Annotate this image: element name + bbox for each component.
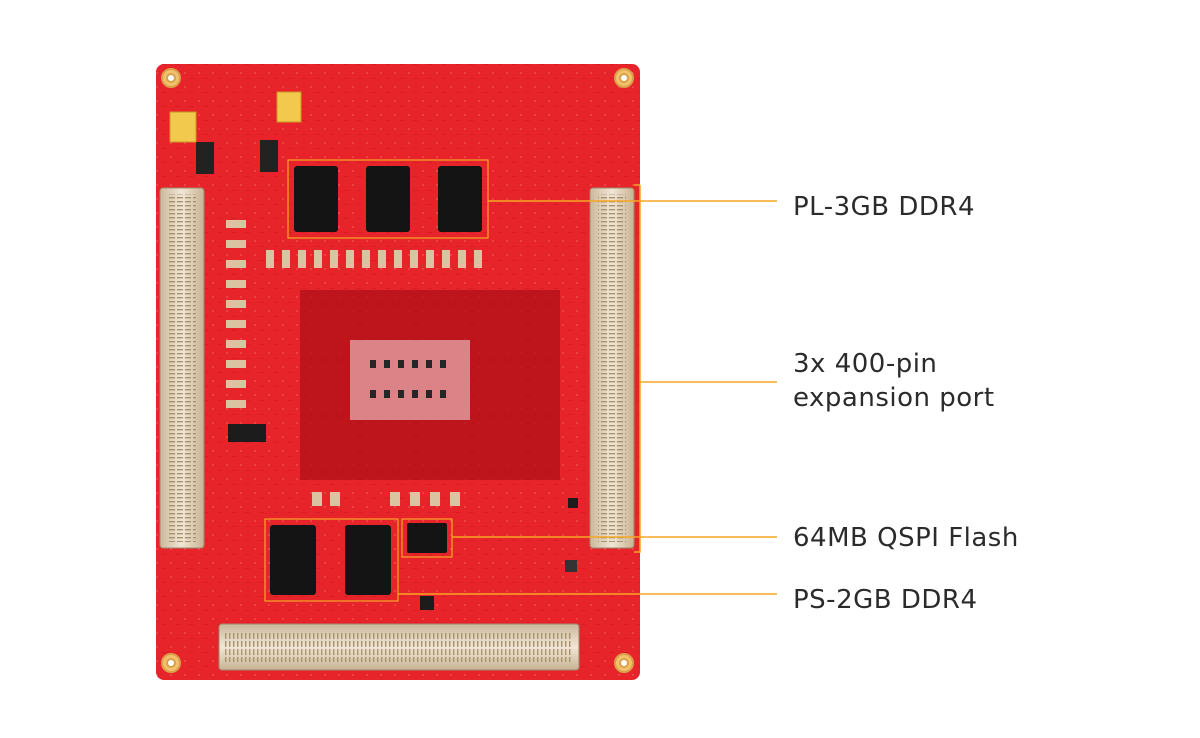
mounting-holes [161, 68, 634, 673]
expansion-label-line2: expansion port [793, 383, 995, 413]
expansion-bracket [634, 185, 641, 553]
expansion-label-line1: 3x 400-pin [793, 349, 938, 379]
callout-lines [398, 184, 777, 595]
left-expansion-connector [159, 187, 205, 549]
qspi-flash-label: 64MB QSPI Flash [793, 523, 1019, 553]
right-expansion-connector [589, 187, 635, 549]
pl-ddr4-chips [287, 159, 489, 239]
pl-ddr-label: PL-3GB DDR4 [793, 192, 976, 222]
expansion-port-label: 3x 400-pin expansion port [793, 347, 995, 415]
qspi-flash-chip [401, 518, 453, 558]
ps-ddr-label: PS-2GB DDR4 [793, 585, 978, 615]
ps-ddr4-chips [264, 518, 399, 602]
bottom-expansion-connector [218, 623, 580, 671]
